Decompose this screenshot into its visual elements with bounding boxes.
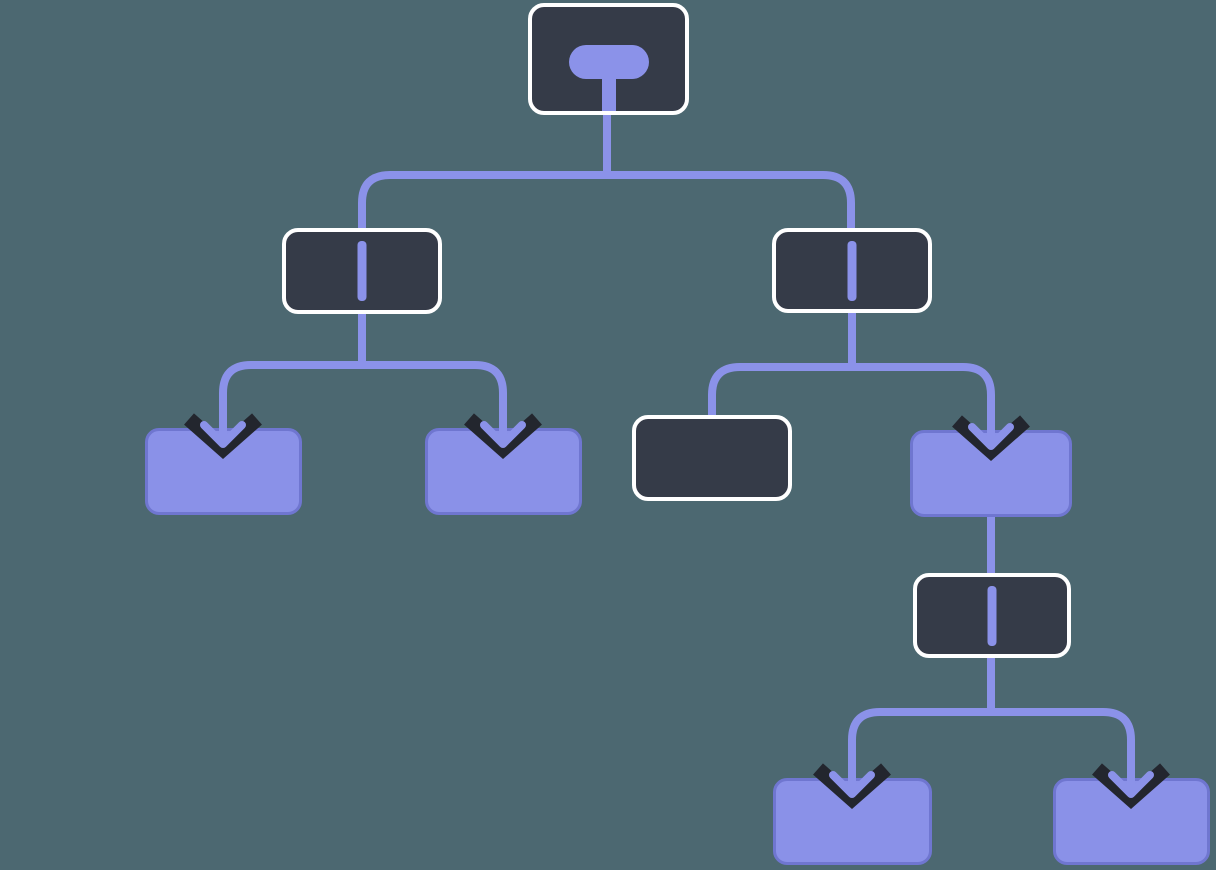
vertical-bar-icon <box>847 240 857 301</box>
arrowhead-icon-leaf-2 <box>458 400 548 468</box>
vertical-bar-icon <box>987 585 997 646</box>
flow-node-dark-leaf[interactable] <box>632 415 792 501</box>
edge-right-to-children <box>708 311 995 428</box>
vertical-bar-icon <box>357 241 367 301</box>
flow-node-branch-left[interactable] <box>282 228 442 314</box>
arrowhead-icon-leaf-1 <box>178 400 268 468</box>
flow-node-branch-right[interactable] <box>772 228 932 313</box>
flow-node-branch-mid[interactable] <box>913 573 1071 658</box>
root-pill-icon <box>568 45 649 79</box>
arrowhead-icon-purple-mid <box>946 402 1036 470</box>
edge-left-to-leaves <box>219 311 507 424</box>
edge-mid-to-bottom <box>848 656 1135 772</box>
edge-root-to-branches <box>358 112 855 232</box>
root-pill-stem <box>601 77 616 111</box>
flow-node-root[interactable] <box>528 3 689 115</box>
arrowhead-icon-leaf-4 <box>1086 750 1176 818</box>
arrowhead-icon-leaf-3 <box>807 750 897 818</box>
